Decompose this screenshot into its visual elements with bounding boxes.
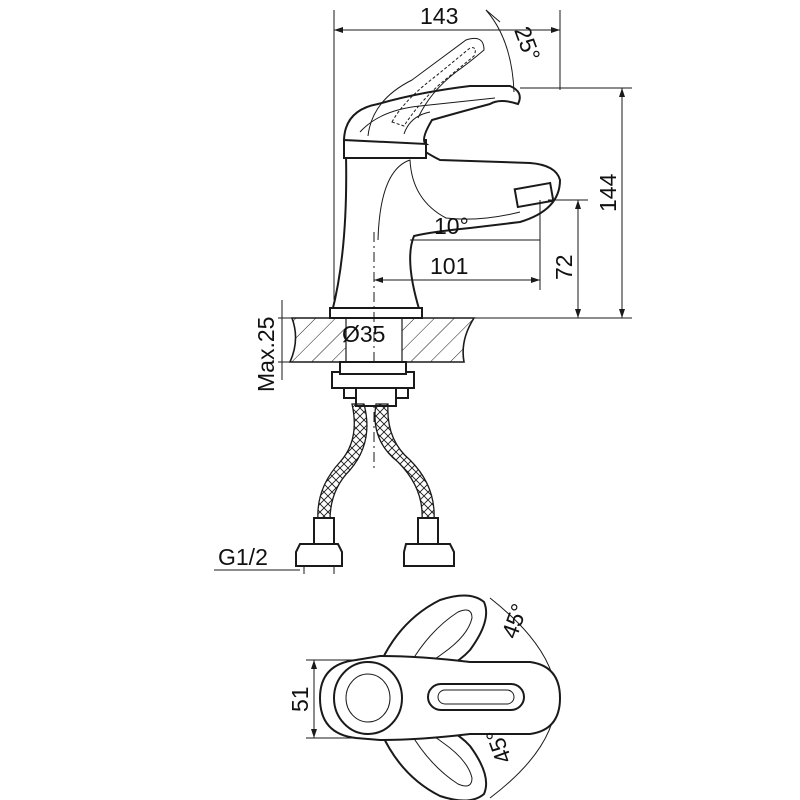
dim-spout-height: 72 bbox=[551, 254, 577, 280]
hose-nut-left bbox=[295, 543, 343, 567]
dim-spout-angle: 10° bbox=[434, 213, 469, 239]
dim-total-height: 144 bbox=[595, 173, 621, 212]
dimensions-side: 143 25° 144 72 10° 101 Max.25 Ø35 G1/2 bbox=[214, 3, 632, 571]
aerator bbox=[513, 181, 555, 209]
lever-raised-ghost bbox=[367, 37, 485, 137]
lever-raised-slot bbox=[391, 47, 476, 127]
faucet-body bbox=[330, 144, 562, 313]
dim-max-thickness: Max.25 bbox=[253, 317, 279, 392]
top-view: 51 45° 45° bbox=[287, 594, 562, 800]
dim-lever-angle: 25° bbox=[509, 23, 545, 65]
dim-hole-diameter: Ø35 bbox=[342, 321, 385, 347]
dim-width-top: 143 bbox=[420, 3, 458, 29]
hose-right bbox=[374, 403, 435, 521]
lever-slot bbox=[427, 683, 525, 711]
hose-left bbox=[317, 403, 368, 521]
dim-rotate-up: 45° bbox=[496, 600, 532, 642]
dim-spout-reach: 101 bbox=[430, 253, 468, 279]
dim-base-width: 51 bbox=[287, 686, 313, 712]
side-view bbox=[288, 37, 562, 470]
flex-hoses bbox=[295, 361, 455, 574]
dim-thread: G1/2 bbox=[218, 544, 268, 570]
hose-nut-right bbox=[403, 543, 455, 567]
handle-cap bbox=[333, 661, 403, 735]
base-ring bbox=[329, 307, 423, 319]
mounting-washer bbox=[339, 361, 407, 375]
